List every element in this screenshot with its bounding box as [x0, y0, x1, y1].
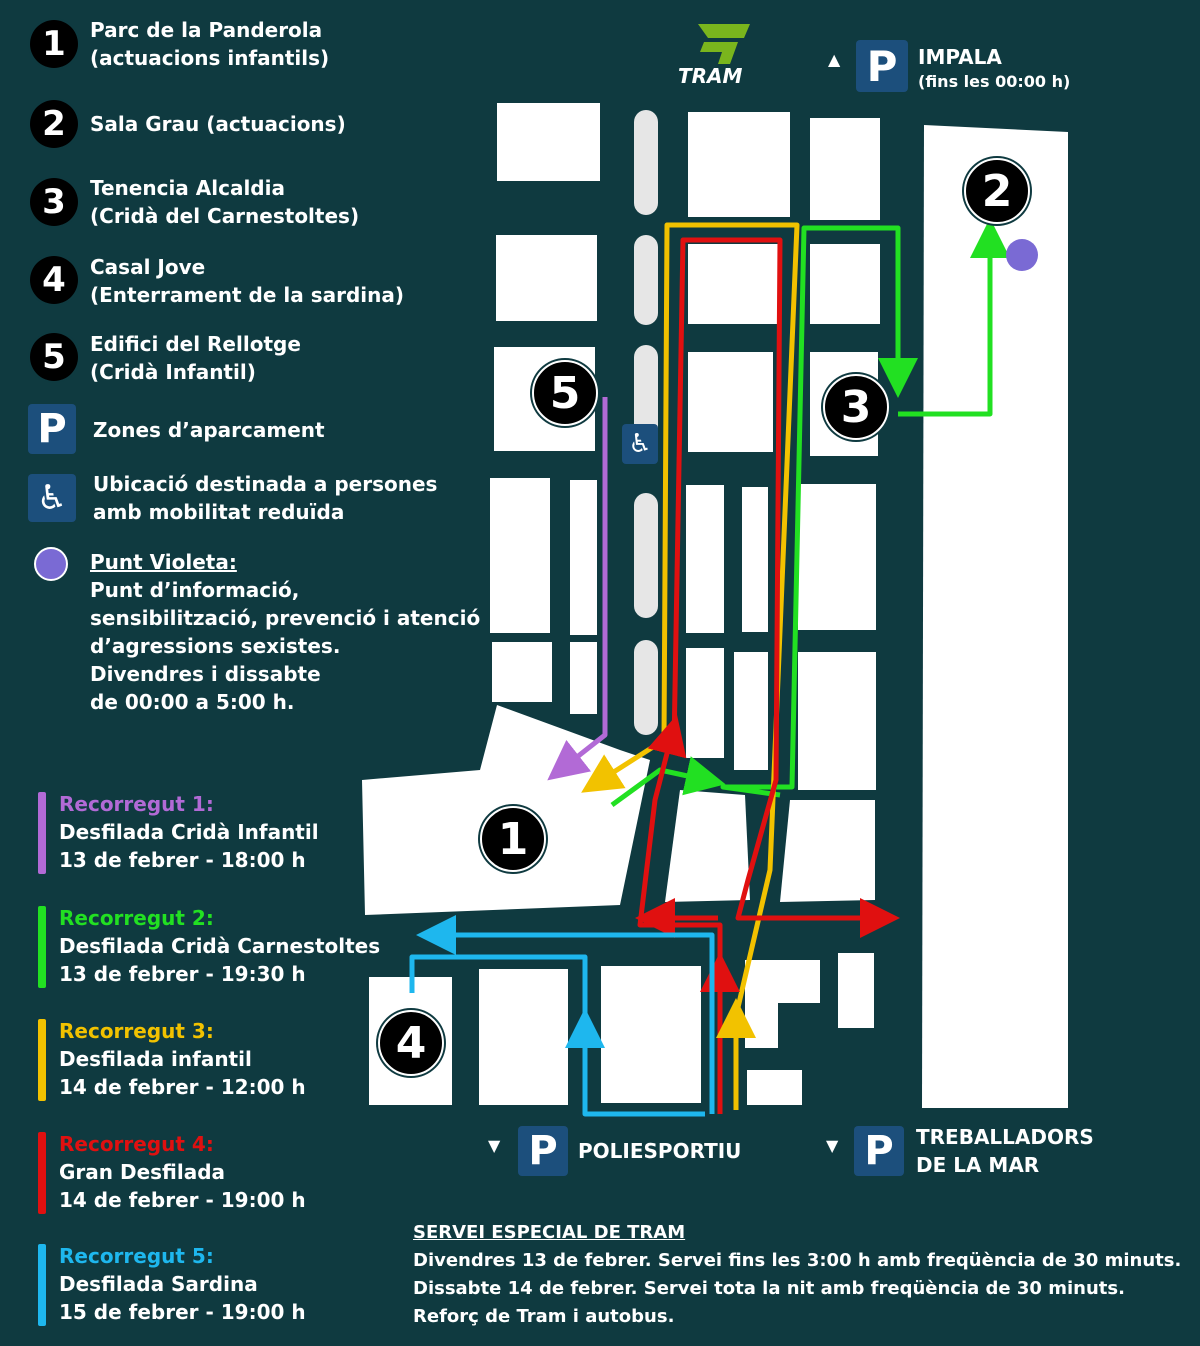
route-4-color-bar	[38, 1132, 46, 1214]
legend-text-4: Casal Jove (Enterrament de la sardina)	[90, 255, 405, 307]
map-marker-1: 1	[480, 806, 546, 872]
route-5-path-a	[565, 1008, 705, 1117]
arrow-up-icon: ▲	[828, 50, 841, 69]
route-2-path-a	[898, 218, 1010, 417]
route-4-name: Gran Desfilada	[59, 1160, 226, 1184]
legend-text-3: Tenencia Alcaldia (Cridà del Carnestolte…	[90, 176, 360, 228]
tram-service-line-2: Dissabte 14 de febrer. Servei tota la ni…	[413, 1278, 1125, 1299]
route-1-title: Recorregut 1:	[59, 792, 214, 816]
parking-impala-label: IMPALA	[918, 45, 1002, 69]
legend-text-2: Sala Grau (actuacions)	[90, 112, 346, 136]
violet-point-icon	[34, 547, 68, 581]
route-1-color-bar	[38, 792, 46, 874]
arrow-down-icon: ▼	[488, 1136, 501, 1155]
tram-service-line-1: Divendres 13 de febrer. Servei fins les …	[413, 1250, 1182, 1271]
wheelchair-icon: ♿	[622, 424, 658, 464]
parking-impala-hours: (fins les 00:00 h)	[918, 72, 1071, 91]
route-2-name: Desfilada Cridà Carnestoltes	[59, 934, 381, 958]
route-1-path	[547, 397, 608, 781]
route-2-date: 13 de febrer - 19:30 h	[59, 962, 306, 986]
route-4-date: 14 de febrer - 19:00 h	[59, 1188, 306, 1212]
legend-number-3: 3	[30, 178, 78, 226]
tram-logo-text: TRAM	[678, 64, 743, 88]
route-4-title: Recorregut 4:	[59, 1132, 214, 1156]
tram-median	[634, 110, 658, 735]
parking-poliesportiu-label: POLIESPORTIU	[578, 1139, 742, 1163]
map-marker-5: 5	[532, 360, 598, 426]
legend-violet-text: Punt d’informació, sensibilització, prev…	[90, 578, 481, 714]
parking-treballadors-label: TREBALLADORS DE LA MAR	[916, 1125, 1094, 1177]
route-1-date: 13 de febrer - 18:00 h	[59, 848, 306, 872]
tram-service-line-3: Reforç de Tram i autobus.	[413, 1306, 675, 1327]
legend-violet-title: Punt Violeta:	[90, 550, 237, 574]
route-5-color-bar	[38, 1244, 46, 1326]
wheelchair-icon: ♿	[28, 474, 76, 522]
legend-number-4: 4	[30, 256, 78, 304]
parking-icon: P	[854, 1126, 904, 1176]
parking-icon: P	[856, 40, 908, 92]
route-5-path-c	[416, 915, 715, 1114]
map-marker-3: 3	[823, 374, 889, 440]
route-3-date: 14 de febrer - 12:00 h	[59, 1075, 306, 1099]
route-1-name: Desfilada Cridà Infantil	[59, 820, 319, 844]
route-2-color-bar	[38, 906, 46, 988]
route-5-name: Desfilada Sardina	[59, 1272, 258, 1296]
route-3-title: Recorregut 3:	[59, 1019, 214, 1043]
route-2-path-c	[610, 756, 726, 808]
parking-icon: P	[518, 1126, 568, 1176]
route-3-color-bar	[38, 1019, 46, 1101]
tram-logo-icon	[698, 24, 750, 64]
legend-text-5: Edifici del Rellotge (Cridà Infantil)	[90, 332, 301, 384]
violet-point-marker	[1006, 239, 1038, 271]
parking-icon: P	[28, 404, 76, 454]
tram-service-title: SERVEI ESPECIAL DE TRAM	[413, 1222, 686, 1243]
map-marker-2: 2	[964, 158, 1030, 224]
legend-number-5: 5	[30, 333, 78, 381]
route-5-date: 15 de febrer - 19:00 h	[59, 1300, 306, 1324]
legend-text-1: Parc de la Panderola (actuacions infanti…	[90, 18, 330, 70]
legend-number-2: 2	[30, 100, 78, 148]
route-5-title: Recorregut 5:	[59, 1244, 214, 1268]
legend-wheelchair-text: Ubicació destinada a persones amb mobili…	[93, 472, 438, 524]
route-2-title: Recorregut 2:	[59, 906, 214, 930]
city-blocks	[362, 103, 1068, 1108]
legend-parking-text: Zones d’aparcament	[93, 418, 325, 442]
arrow-down-icon: ▼	[826, 1136, 839, 1155]
route-5-path-b	[409, 954, 588, 1040]
tram-logo: TRAM	[678, 20, 758, 90]
legend-number-1: 1	[30, 20, 78, 68]
route-2-path-b	[720, 225, 918, 798]
map-marker-4: 4	[378, 1010, 444, 1076]
route-4-path-c	[671, 237, 900, 938]
route-3-name: Desfilada infantil	[59, 1047, 252, 1071]
